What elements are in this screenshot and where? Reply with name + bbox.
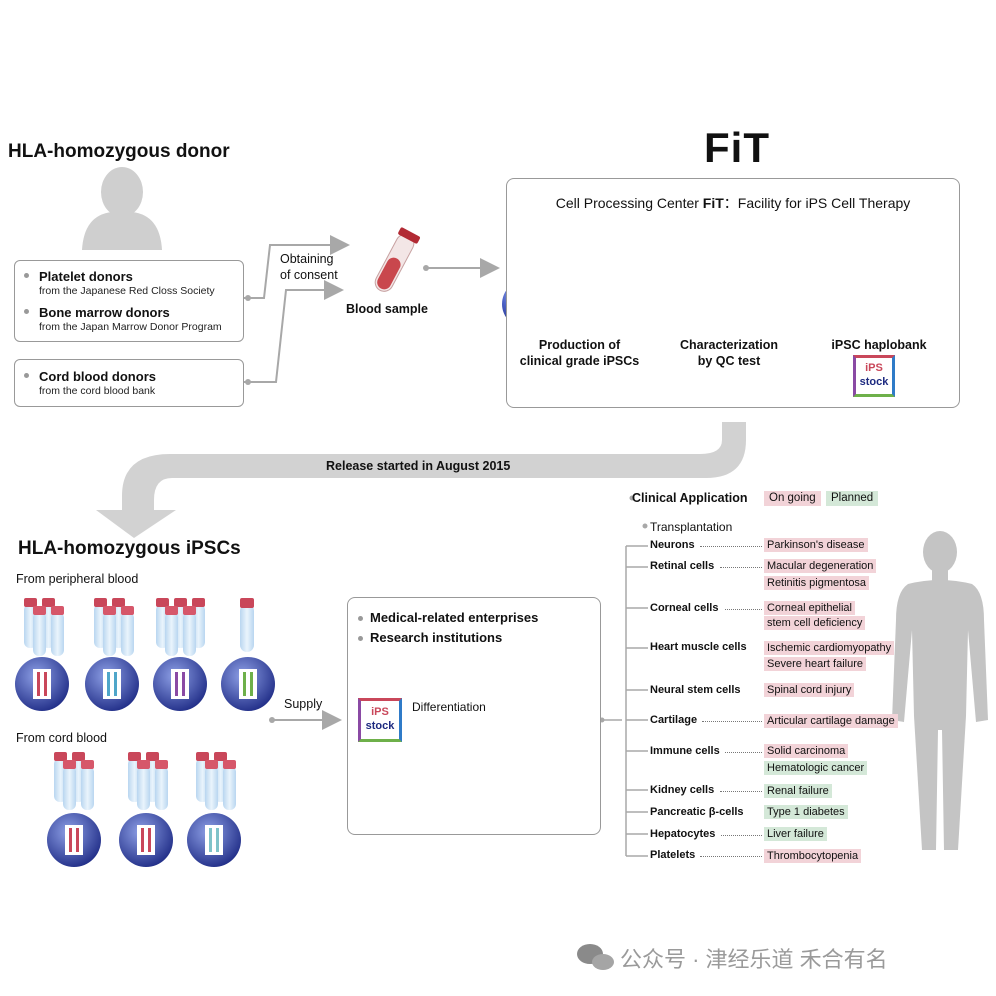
- users-panel: Medical-related enterprises Research ins…: [347, 597, 601, 835]
- cond-heart-failure: Severe heart failure: [764, 657, 866, 671]
- cord-ipsc-discs: [47, 813, 241, 867]
- bullet-icon: [24, 373, 29, 378]
- cell-corneal: Corneal cells: [650, 602, 719, 614]
- cord-donors-title: Cord blood donors: [39, 369, 156, 384]
- bullet-icon: [358, 616, 363, 621]
- dotted-leader: [720, 567, 762, 568]
- cell-platelets: Platelets: [650, 849, 696, 861]
- clinical-title: Clinical Application: [632, 491, 748, 505]
- dotted-leader: [725, 609, 762, 610]
- peripheral-blood-label: From peripheral blood: [16, 572, 139, 586]
- release-label: Release started in August 2015: [326, 459, 511, 473]
- peripheral-ipsc-discs: [15, 657, 275, 711]
- transplantation-label: Transplantation: [650, 520, 733, 534]
- legend-planned: Planned: [826, 491, 879, 506]
- ipscs-title: HLA-homozygous iPSCs: [18, 538, 241, 559]
- cord-blood-label: From cord blood: [16, 731, 108, 745]
- enterprises-label: Medical-related enterprises: [370, 610, 539, 625]
- dotted-leader: [700, 546, 762, 547]
- bullet-icon: [24, 309, 29, 314]
- cond-cartilage: Articular cartilage damage: [764, 714, 898, 728]
- institutions-label: Research institutions: [370, 630, 503, 645]
- donor-silhouette-icon: [82, 167, 162, 250]
- peripheral-ipsc-tubes: [24, 598, 254, 656]
- cond-macular: Macular degeneration: [764, 559, 877, 573]
- dotted-leader: [721, 835, 762, 836]
- dotted-leader: [720, 791, 762, 792]
- donor-title: HLA-homozygous donor: [8, 141, 230, 162]
- ips-stock-badge-haplobank: iPS stock: [853, 355, 895, 397]
- consent-connectors: [244, 235, 817, 383]
- cell-hepatocytes: Hepatocytes: [650, 828, 716, 840]
- consent-line1: Obtaining: [280, 252, 334, 266]
- human-body-icon: [892, 531, 988, 850]
- cond-thrombocytopenia: Thrombocytopenia: [764, 849, 862, 863]
- cell-heart: Heart muscle cells: [650, 641, 747, 653]
- cell-pancreatic: Pancreatic β-cells: [650, 806, 744, 818]
- fit-logo: FiT: [704, 124, 770, 171]
- watermark: 公众号 · 津经乐道 禾合有名: [620, 947, 888, 972]
- bullet-icon: [358, 636, 363, 641]
- platelet-donors-title: Platelet donors: [39, 269, 133, 284]
- marrow-donors-title: Bone marrow donors: [39, 305, 170, 320]
- cond-spinal: Spinal cord injury: [764, 683, 855, 697]
- supply-label: Supply: [284, 697, 323, 711]
- dotted-leader: [702, 721, 762, 722]
- cord-ipsc-tubes: [54, 752, 236, 810]
- cond-renal: Renal failure: [764, 784, 832, 798]
- cond-corneal-1: Corneal epithelial: [764, 601, 855, 615]
- release-arrow: [96, 422, 746, 538]
- ips-stock-badge-users: iPS stock: [358, 698, 402, 742]
- blood-sample-label: Blood sample: [346, 302, 428, 316]
- blood-tube-icon: [374, 227, 420, 292]
- cell-immune: Immune cells: [650, 745, 720, 757]
- wechat-icon: [577, 944, 614, 970]
- legend-ongoing: On going: [764, 491, 821, 506]
- cord-donors-sub: from the cord blood bank: [39, 385, 156, 397]
- clinical-connector: [602, 545, 648, 857]
- cond-corneal-2: stem cell deficiency: [764, 616, 866, 630]
- differentiation-label: Differentiation: [412, 700, 486, 714]
- cond-parkinsons: Parkinson's disease: [764, 538, 868, 552]
- bullet-icon: [24, 273, 29, 278]
- cond-retinitis: Retinitis pigmentosa: [764, 576, 870, 590]
- cell-kidney: Kidney cells: [650, 784, 715, 796]
- cond-ischemic: Ischemic cardiomyopathy: [764, 641, 895, 655]
- cell-cartilage: Cartilage: [650, 714, 698, 726]
- cell-retinal: Retinal cells: [650, 560, 715, 572]
- consent-line2: of consent: [280, 268, 338, 282]
- cell-neural-stem: Neural stem cells: [650, 684, 741, 696]
- fit-header: Cell Processing Center FiT：Facility for …: [555, 195, 911, 211]
- platelet-donors-sub: from the Japanese Red Closs Society: [39, 285, 215, 297]
- step-haplobank: iPSC haplobank: [831, 338, 927, 352]
- cond-diabetes: Type 1 diabetes: [764, 805, 848, 819]
- dotted-leader: [700, 856, 762, 857]
- cond-liver: Liver failure: [764, 827, 827, 841]
- dotted-leader: [725, 752, 762, 753]
- cell-neurons: Neurons: [650, 539, 695, 551]
- donor-box-platelet-marrow: Platelet donors from the Japanese Red Cl…: [14, 260, 244, 342]
- marrow-donors-sub: from the Japan Marrow Donor Program: [39, 321, 222, 333]
- cond-hematologic: Hematologic cancer: [764, 761, 868, 775]
- donor-box-cord: Cord blood donors from the cord blood ba…: [14, 359, 244, 407]
- cond-solid-carcinoma: Solid carcinoma: [764, 744, 849, 758]
